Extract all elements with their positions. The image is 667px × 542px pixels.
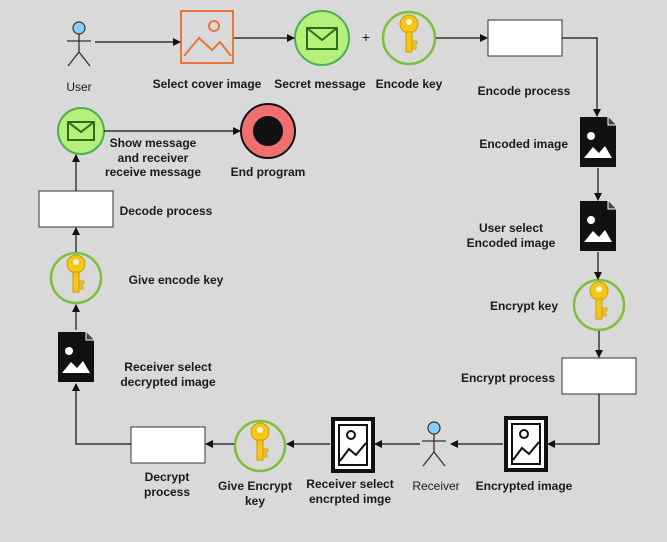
encode-key-label: Encode key xyxy=(376,77,443,91)
receiver-actor xyxy=(421,421,447,467)
receiver-select-dec-label-line2: decrypted image xyxy=(120,375,216,389)
encoded-image-label: Encoded image xyxy=(479,137,568,151)
encrypted-image-label: Encrypted image xyxy=(476,479,573,493)
show-message-label-line3: receive message xyxy=(105,165,201,179)
select-cover-image-label: Select cover image xyxy=(153,77,262,91)
give-encrypt-key-label-line2: key xyxy=(245,494,265,508)
user-select-encoded-image-icon xyxy=(579,200,617,252)
user-label: User xyxy=(66,80,91,94)
receiver-select-decrypted-image-icon xyxy=(57,331,95,383)
edge-encode-to-encoded-image xyxy=(562,37,601,117)
give-encode-key-icon xyxy=(49,251,103,305)
encrypt-key-label: Encrypt key xyxy=(490,299,558,313)
decrypt-process-label-line1: Decrypt xyxy=(145,470,190,484)
receiver-select-enc-label-line1: Receiver select xyxy=(306,477,393,491)
encode-key-icon xyxy=(381,10,437,66)
give-encrypt-key-label-line1: Give Encrypt xyxy=(218,479,292,493)
secret-message-label: Secret message xyxy=(274,77,366,91)
show-message-label-line1: Show message xyxy=(110,136,197,150)
show-message-icon xyxy=(57,107,105,155)
receiver-label: Receiver xyxy=(412,479,459,493)
encode-process-box xyxy=(487,19,563,57)
show-message-label-line2: and receiver xyxy=(118,151,189,165)
encrypt-key-icon xyxy=(572,278,626,332)
receiver-select-enc-label-line2: encrpted imge xyxy=(309,492,391,506)
end-program-icon xyxy=(240,103,296,159)
user-actor xyxy=(66,21,92,67)
receiver-select-dec-label-line1: Receiver select xyxy=(124,360,211,374)
decode-process-box xyxy=(38,190,114,228)
give-encrypt-key-icon xyxy=(233,419,287,473)
edge-decrypt-to-decrypted-image xyxy=(72,383,131,445)
secret-message-icon xyxy=(294,10,350,66)
encrypted-image-icon xyxy=(504,416,548,472)
user-select-label-line2: Encoded image xyxy=(467,236,556,250)
encrypt-process-label: Encrypt process xyxy=(461,371,555,385)
edge-encrypt-process-to-encrypted-image xyxy=(547,394,600,448)
encoded-image-icon xyxy=(579,116,617,168)
receiver-select-encrypted-image-icon xyxy=(331,417,375,473)
plus-sign: + xyxy=(362,29,370,45)
decrypt-process-label-line2: process xyxy=(144,485,190,499)
encrypt-process-box xyxy=(561,357,637,395)
give-encode-key-label: Give encode key xyxy=(129,273,224,287)
decode-process-label: Decode process xyxy=(120,204,213,218)
cover-image-icon xyxy=(180,10,234,64)
decrypt-process-box xyxy=(130,426,206,464)
encode-process-label: Encode process xyxy=(478,84,571,98)
end-program-label: End program xyxy=(231,165,306,179)
user-select-label-line1: User select xyxy=(479,221,543,235)
